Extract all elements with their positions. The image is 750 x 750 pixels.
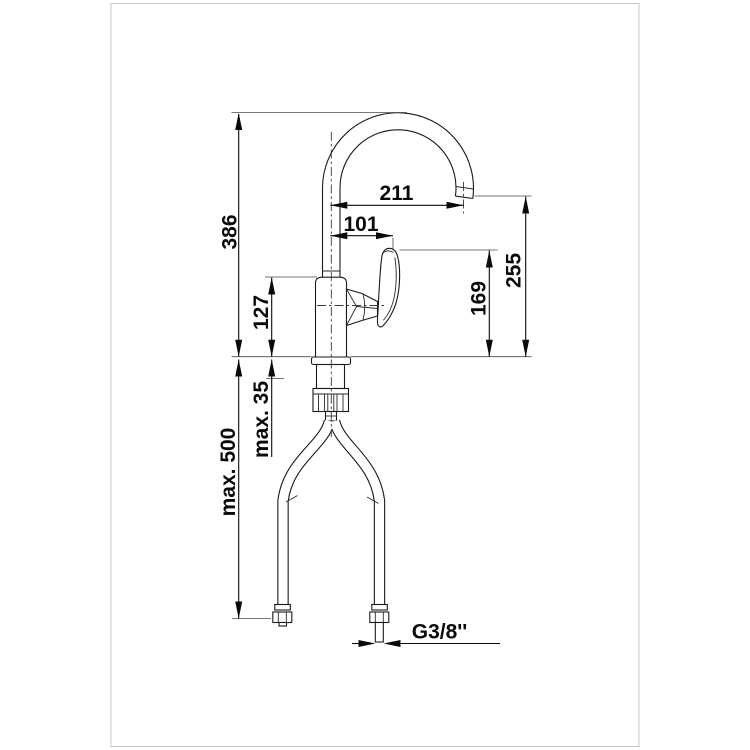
mixer-handle (345, 247, 401, 328)
drawing-frame (110, 3, 640, 747)
riser-pipe (321, 188, 341, 277)
dim-outlet-height: 255 (503, 196, 530, 357)
spout-outlet (455, 195, 473, 200)
body-height-label: 127 (250, 295, 273, 330)
dim-handle-reach: 101 (330, 213, 393, 240)
hose-fitting-left (272, 603, 293, 627)
extension-lines (231, 112, 532, 619)
spout-height-label: 386 (219, 214, 242, 249)
faucet-outline (272, 112, 474, 643)
handle-height-label: 169 (468, 281, 491, 316)
dim-body-height: 127 (250, 277, 276, 357)
centerlines (317, 132, 464, 437)
spout-reach-label: 211 (380, 182, 414, 205)
max-deck-thickness-label: max. 35 (250, 381, 273, 458)
handle-lever (376, 247, 401, 328)
supply-hoses (272, 419, 390, 643)
thread-size-label: G3/8'' (412, 621, 468, 644)
outlet-height-label: 255 (503, 253, 526, 288)
handle-reach-label: 101 (343, 213, 378, 236)
max-hose-length-label: max. 500 (217, 428, 240, 517)
dim-spout-reach: 211 (330, 182, 464, 209)
thread-connector-pipe (374, 621, 384, 643)
dim-thread-size: G3/8'' (352, 621, 500, 647)
dim-max-deck-thickness: max. 35 (250, 359, 276, 458)
dim-spout-height: 386 (219, 113, 243, 357)
dim-handle-height: 169 (468, 250, 493, 357)
hose-fitting-right (369, 603, 390, 643)
dim-max-hose-length: max. 500 (217, 359, 243, 619)
